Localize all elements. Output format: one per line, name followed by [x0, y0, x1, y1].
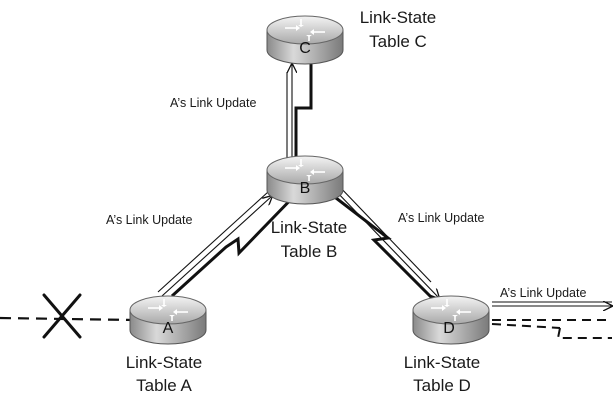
router-d-icon: D: [412, 295, 490, 345]
router-b-icon: B: [266, 155, 344, 205]
table-a-line2: Table A: [136, 376, 192, 395]
outbound-links-d: [491, 319, 612, 339]
update-arrow-a-b: [157, 191, 272, 297]
router-d-letter: D: [443, 320, 455, 337]
router-c-icon: C: [266, 15, 344, 65]
update-label-a-to-c: A’s Link Update: [170, 96, 256, 110]
router-c-letter: C: [299, 40, 311, 57]
update-label-b-to-d: A’s Link Update: [398, 211, 484, 225]
update-label-a-to-b: A’s Link Update: [106, 213, 192, 227]
router-a-icon: A: [129, 295, 207, 345]
update-arrow-b-d: [332, 183, 439, 298]
link-b-c: [294, 58, 313, 168]
table-c-line1: Link-State: [360, 8, 437, 27]
table-b-line2: Table B: [281, 242, 338, 261]
router-b-letter: B: [300, 180, 311, 197]
failed-link: [0, 293, 135, 339]
update-arrow-b-c: [286, 64, 292, 162]
link-failure-x-icon: [42, 293, 82, 339]
link-a-b: [170, 186, 304, 298]
router-a-letter: A: [163, 320, 174, 337]
table-d-line1: Link-State: [404, 353, 481, 372]
update-arrow-d-out: [492, 302, 612, 306]
table-b-line1: Link-State: [271, 218, 348, 237]
table-a-line1: Link-State: [126, 353, 203, 372]
table-d-line2: Table D: [413, 376, 471, 395]
table-c-line2: Table C: [369, 32, 427, 51]
update-label-d-out: A’s Link Update: [500, 286, 586, 300]
link-b-d: [322, 186, 436, 302]
